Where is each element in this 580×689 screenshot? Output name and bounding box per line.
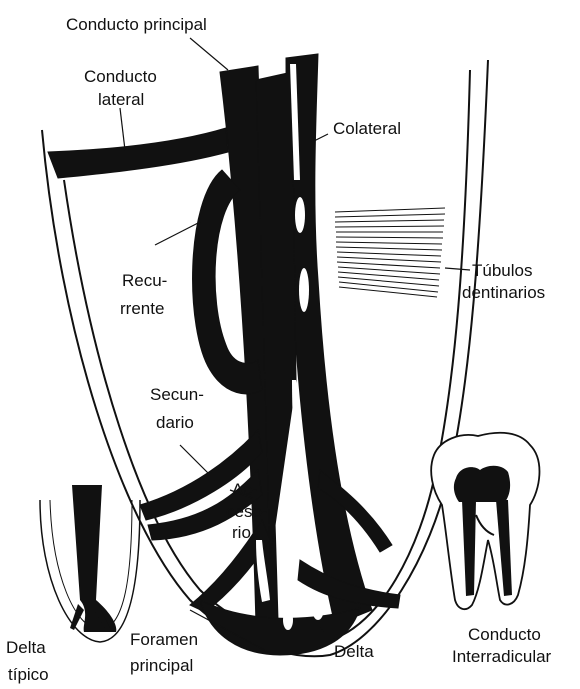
label-accesorio-3: rio <box>232 523 251 542</box>
label-conducto-lateral-1: Conducto <box>84 67 157 86</box>
label-secundario-1: Secun- <box>150 385 204 404</box>
label-accesorio-1: Ac- <box>232 480 258 499</box>
label-delta: Delta <box>334 642 374 661</box>
label-delta-tipico-2: típico <box>8 665 49 684</box>
label-recurrente-1: Recu- <box>122 271 167 290</box>
interradicular-tooth-figure <box>431 433 539 609</box>
label-delta-tipico-1: Delta <box>6 638 46 657</box>
delta-tipico-figure <box>40 485 140 642</box>
label-recurrente-2: rrente <box>120 299 164 318</box>
label-secundario-2: dario <box>156 413 194 432</box>
label-foramen-1: Foramen <box>130 630 198 649</box>
label-colateral: Colateral <box>333 119 401 138</box>
label-conducto-principal: Conducto principal <box>66 15 207 34</box>
label-interradicular-1: Conducto <box>468 625 541 644</box>
label-interradicular-2: Interradicular <box>452 647 552 666</box>
label-tubulos-1: Túbulos <box>472 261 532 280</box>
label-foramen-2: principal <box>130 656 193 675</box>
main-canal <box>48 54 400 655</box>
label-tubulos-2: dentinarios <box>462 283 545 302</box>
label-accesorio-2: ceso- <box>226 502 268 521</box>
dentinal-tubules <box>335 208 445 297</box>
label-conducto-lateral-2: lateral <box>98 90 144 109</box>
